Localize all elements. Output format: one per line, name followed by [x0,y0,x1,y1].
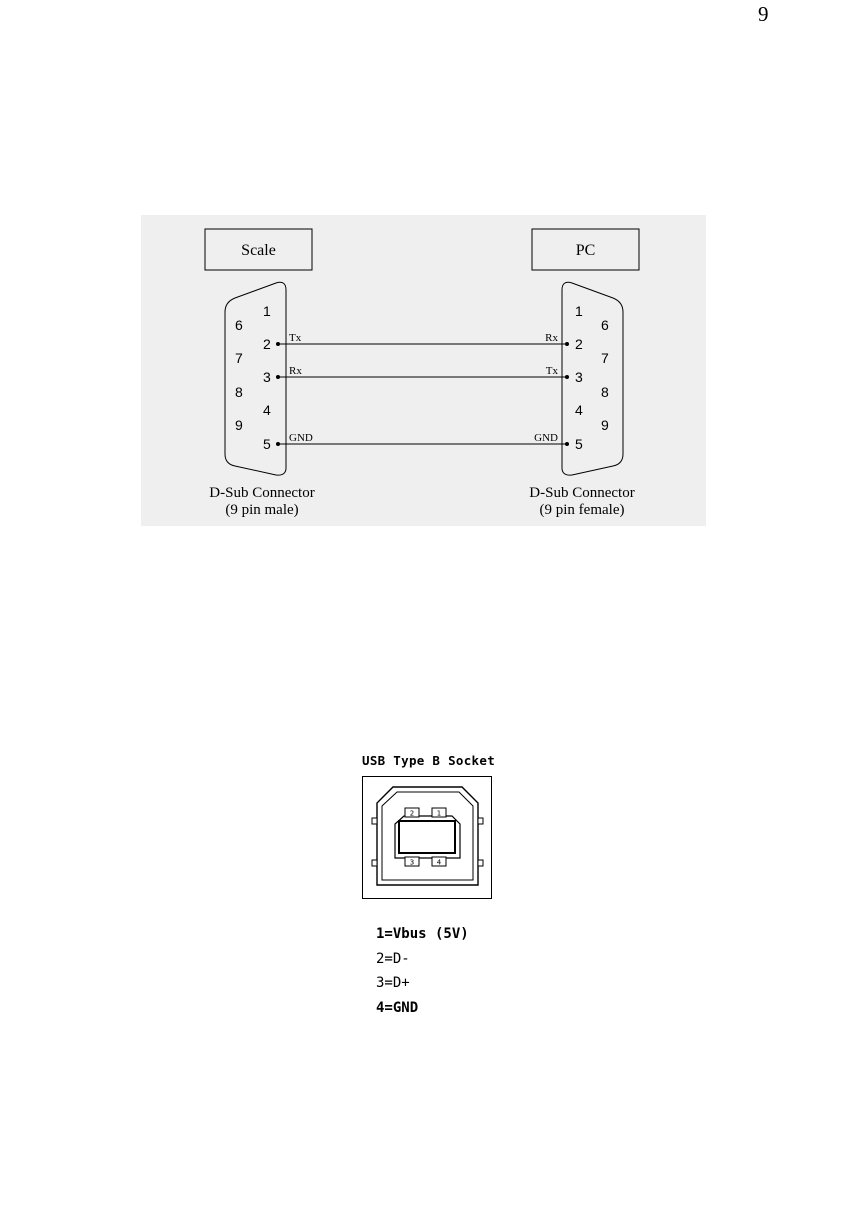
right-pin5-dot [565,442,569,446]
left-pin2-dot [276,342,280,346]
signal-labels: Tx Rx GND Rx Tx GND [289,332,558,444]
left-pin-4: 4 [263,402,271,418]
right-signal-gnd: GND [534,432,558,444]
left-signal-gnd: GND [289,432,313,444]
right-pin-7: 7 [601,350,609,366]
right-pin-9: 9 [601,417,609,433]
right-dsub-connector-outline [562,282,623,475]
left-caption-line2: (9 pin male) [225,502,298,518]
right-caption-line2: (9 pin female) [540,502,625,518]
right-signal-rx: Rx [545,332,558,344]
left-signal-rx: Rx [289,365,302,377]
right-pin-1: 1 [575,303,583,319]
left-pin5-dot [276,442,280,446]
right-pin-6: 6 [601,317,609,333]
usb-legend-item-1: 1=Vbus (5V) [376,924,469,949]
left-pin-1: 1 [263,303,271,319]
usb-legend-item-2: 2=D- [376,949,469,974]
left-pin-6: 6 [235,317,243,333]
right-pin-4: 4 [575,402,583,418]
right-signal-tx: Tx [546,365,559,377]
left-pin-7: 7 [235,350,243,366]
left-pin-5: 5 [263,436,271,452]
left-pin-9: 9 [235,417,243,433]
left-dsub-connector-outline [225,282,286,475]
usb-pin-legend: 1=Vbus (5V) 2=D- 3=D+ 4=GND [376,924,469,1022]
left-caption-line1: D-Sub Connector [209,485,314,501]
right-caption-line1: D-Sub Connector [529,485,634,501]
left-pin-2: 2 [263,336,271,352]
pc-box-label: PC [576,242,596,259]
usb-socket-title: USB Type B Socket [362,753,495,768]
usb-legend-item-3: 3=D+ [376,973,469,998]
right-pin-8: 8 [601,384,609,400]
usb-legend-item-4: 4=GND [376,998,469,1023]
left-signal-tx: Tx [289,332,302,344]
right-pin2-dot [565,342,569,346]
connector-captions: D-Sub Connector (9 pin male) D-Sub Conne… [209,485,634,518]
right-pin-2: 2 [575,336,583,352]
left-pin3-dot [276,375,280,379]
right-pin-5: 5 [575,436,583,452]
left-pin-3: 3 [263,369,271,385]
left-pin-8: 8 [235,384,243,400]
usb-socket-frame [362,776,492,899]
right-pin-3: 3 [575,369,583,385]
scale-box-label: Scale [241,242,276,259]
right-pin3-dot [565,375,569,379]
